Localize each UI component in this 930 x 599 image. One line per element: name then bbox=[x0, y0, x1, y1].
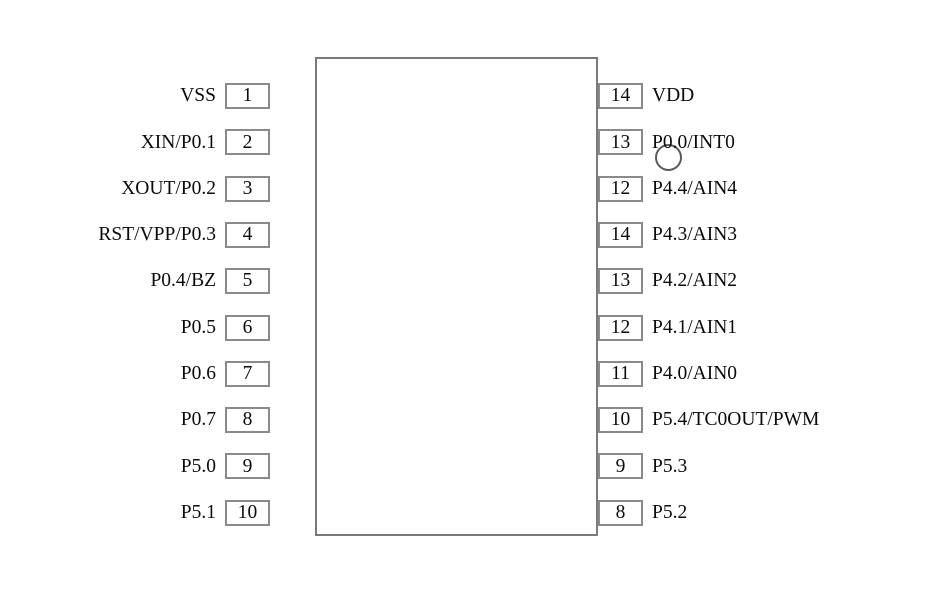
pin-row[interactable]: 13 P0.0/INT0 bbox=[598, 129, 735, 156]
pin-row[interactable]: XIN/P0.1 2 bbox=[140, 129, 270, 156]
pin-number-box[interactable]: 10 bbox=[598, 407, 643, 434]
pin-row[interactable]: P0.6 7 bbox=[180, 360, 270, 387]
pin-signal-label: P4.1/AIN1 bbox=[652, 316, 738, 338]
pin-row[interactable]: VSS 1 bbox=[180, 83, 270, 109]
pin-row[interactable]: 14 P4.3/AIN3 bbox=[598, 221, 738, 248]
pin-row[interactable]: 10 P5.4/TC0OUT/PWM bbox=[598, 407, 820, 434]
pin-number-box[interactable]: 5 bbox=[225, 268, 270, 295]
pin-row[interactable]: RST/VPP/P0.3 4 bbox=[98, 221, 270, 248]
pin-signal-label: P0.6 bbox=[180, 363, 216, 385]
pin-row[interactable]: P5.1 10 bbox=[180, 499, 270, 526]
pin-row[interactable]: P0.7 8 bbox=[180, 407, 270, 434]
pin-signal-label: XIN/P0.1 bbox=[140, 131, 216, 153]
pin-row[interactable]: P0.5 6 bbox=[180, 314, 270, 341]
pin-number-box[interactable]: 6 bbox=[225, 314, 270, 341]
pin-row[interactable]: XOUT/P0.2 3 bbox=[121, 175, 270, 202]
pin-number-box[interactable]: 2 bbox=[225, 129, 270, 156]
pin-number-box[interactable]: 12 bbox=[598, 175, 643, 202]
pin-number-box[interactable]: 8 bbox=[598, 499, 643, 526]
chip-body bbox=[315, 57, 682, 536]
pin1-indicator-circle-icon bbox=[655, 144, 682, 171]
pin-number-box[interactable]: 9 bbox=[225, 453, 270, 480]
pin-signal-label: P4.0/AIN0 bbox=[652, 363, 738, 385]
pin-signal-label: P0.5 bbox=[180, 316, 216, 338]
pin-signal-label: VSS bbox=[180, 85, 216, 107]
pin-row[interactable]: 11 P4.0/AIN0 bbox=[598, 360, 738, 387]
pin-signal-label: P4.2/AIN2 bbox=[652, 270, 738, 292]
pin-signal-label: P0.4/BZ bbox=[150, 270, 216, 292]
pin-signal-label: P4.4/AIN4 bbox=[652, 177, 738, 199]
pin-row[interactable]: P5.0 9 bbox=[180, 453, 270, 480]
pin-signal-label: VDD bbox=[652, 85, 695, 107]
pin-number-box[interactable]: 9 bbox=[598, 453, 643, 480]
pin-signal-label: P5.0 bbox=[180, 455, 216, 477]
pin-number-box[interactable]: 8 bbox=[225, 407, 270, 434]
pin-number-box[interactable]: 10 bbox=[225, 499, 270, 526]
pin-signal-label: P5.2 bbox=[652, 501, 688, 523]
pin-number-box[interactable]: 13 bbox=[598, 268, 643, 295]
pin-signal-label: P5.1 bbox=[180, 501, 216, 523]
pin-number-box[interactable]: 11 bbox=[598, 360, 643, 387]
pin-signal-label: P0.0/INT0 bbox=[652, 131, 735, 153]
pin-number-box[interactable]: 7 bbox=[225, 360, 270, 387]
pin-signal-label: P4.3/AIN3 bbox=[652, 224, 738, 246]
pin-signal-label: XOUT/P0.2 bbox=[121, 177, 216, 199]
pin-row[interactable]: 9 P5.3 bbox=[598, 453, 688, 480]
pin-signal-label: RST/VPP/P0.3 bbox=[98, 224, 216, 246]
pin-number-box[interactable]: 1 bbox=[225, 83, 270, 109]
pin-row[interactable]: 8 P5.2 bbox=[598, 499, 688, 526]
pin-number-box[interactable]: 12 bbox=[598, 314, 643, 341]
pin-signal-label: P0.7 bbox=[180, 409, 216, 431]
pin-signal-label: P5.3 bbox=[652, 455, 688, 477]
pin-number-box[interactable]: 3 bbox=[225, 175, 270, 202]
pin-row[interactable]: 13 P4.2/AIN2 bbox=[598, 268, 738, 295]
pin-row[interactable]: 12 P4.4/AIN4 bbox=[598, 175, 738, 202]
pin-number-box[interactable]: 14 bbox=[598, 83, 643, 109]
pin-number-box[interactable]: 13 bbox=[598, 129, 643, 156]
pin-number-box[interactable]: 14 bbox=[598, 221, 643, 248]
pin-number-box[interactable]: 4 bbox=[225, 221, 270, 248]
pin-row[interactable]: 14 VDD bbox=[598, 83, 694, 109]
pin-row[interactable]: P0.4/BZ 5 bbox=[150, 268, 270, 295]
pin-signal-label: P5.4/TC0OUT/PWM bbox=[652, 409, 820, 431]
pin-row[interactable]: 12 P4.1/AIN1 bbox=[598, 314, 738, 341]
